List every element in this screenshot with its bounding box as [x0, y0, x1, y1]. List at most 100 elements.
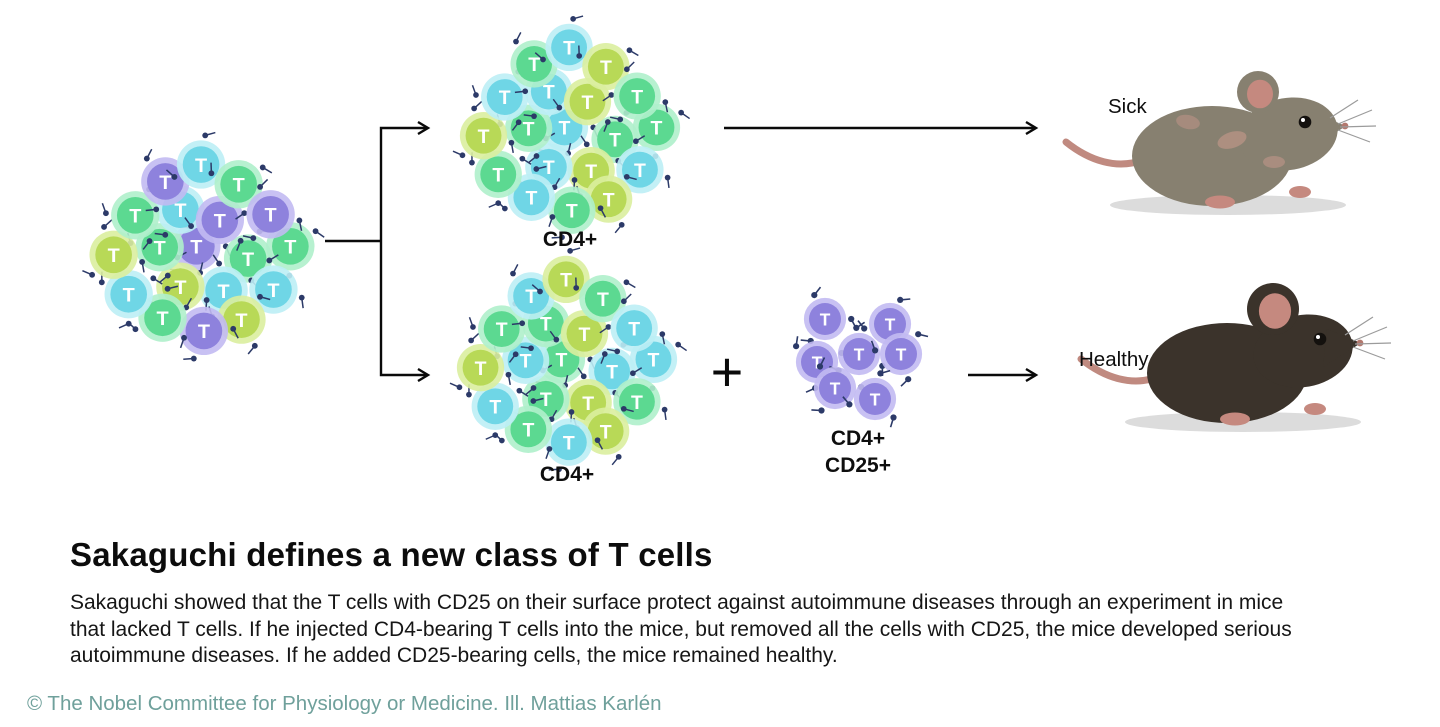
svg-text:T: T: [631, 86, 643, 108]
svg-text:T: T: [540, 314, 552, 336]
mouse-whiskers: [1329, 99, 1377, 143]
svg-text:T: T: [600, 421, 612, 443]
svg-text:T: T: [156, 308, 168, 330]
svg-text:T: T: [628, 318, 640, 340]
credit-line: © The Nobel Committee for Physiology or …: [27, 692, 662, 715]
mouse-eye: [1298, 115, 1312, 129]
arrow-branch-bottom: [379, 241, 431, 383]
svg-text:T: T: [651, 118, 663, 140]
svg-text:T: T: [830, 378, 841, 398]
svg-text:T: T: [174, 277, 186, 299]
svg-text:T: T: [563, 38, 575, 60]
plus-sign: +: [711, 340, 744, 403]
label-sick: Sick: [1108, 95, 1147, 118]
svg-text:T: T: [154, 238, 166, 260]
svg-text:T: T: [563, 432, 575, 454]
svg-text:T: T: [284, 237, 296, 259]
svg-text:T: T: [108, 245, 120, 267]
mouse-snout: [1308, 112, 1346, 150]
t-cell: T: [208, 293, 271, 355]
svg-text:T: T: [820, 309, 831, 329]
body-line-2: that lacked T cells. If he injected CD4-…: [70, 617, 1292, 641]
sick-patch: [1217, 131, 1247, 149]
svg-text:T: T: [812, 352, 823, 372]
t-cell: T: [449, 332, 512, 392]
mouse-front-paw: [1304, 403, 1326, 415]
svg-text:T: T: [560, 270, 572, 292]
t-cell: T: [609, 61, 669, 123]
svg-text:T: T: [648, 350, 660, 372]
svg-text:T: T: [265, 205, 277, 227]
svg-text:T: T: [556, 350, 568, 372]
t-cell: T: [605, 367, 668, 426]
t-cell: T: [208, 160, 273, 220]
t-cell: T: [469, 150, 532, 208]
svg-text:T: T: [603, 189, 615, 211]
t-cell: T: [82, 219, 146, 279]
svg-text:T: T: [174, 200, 186, 222]
svg-text:T: T: [543, 157, 555, 179]
t-cell: T: [242, 178, 303, 242]
svg-text:T: T: [123, 285, 135, 307]
t-cell: T: [549, 302, 609, 364]
body-paragraph: Sakaguchi showed that the T cells with C…: [70, 590, 1410, 670]
svg-text:T: T: [854, 344, 865, 364]
svg-text:T: T: [600, 57, 612, 79]
svg-text:T: T: [520, 350, 532, 372]
mouse-inner-ear: [1247, 79, 1273, 109]
t-cell: T: [452, 100, 515, 160]
svg-text:T: T: [634, 160, 646, 182]
svg-text:T: T: [478, 126, 490, 148]
svg-text:T: T: [214, 210, 226, 232]
t-cell: T: [98, 270, 163, 329]
mouse-rear-paw: [1220, 412, 1250, 426]
svg-text:T: T: [566, 200, 578, 222]
svg-text:T: T: [543, 82, 555, 104]
svg-text:T: T: [559, 118, 571, 140]
svg-text:T: T: [582, 92, 594, 114]
t-cell: T: [800, 286, 857, 345]
label-healthy: Healthy: [1079, 348, 1149, 371]
svg-text:T: T: [540, 389, 552, 411]
t-cell: T: [545, 409, 604, 473]
t-cell: T: [466, 382, 529, 440]
t-cell: T: [576, 43, 639, 102]
t-cell: T: [870, 331, 929, 387]
svg-text:T: T: [198, 321, 210, 343]
t-cell: T: [552, 70, 612, 132]
t-cell: T: [606, 293, 666, 355]
svg-text:T: T: [233, 175, 245, 197]
svg-text:T: T: [195, 155, 207, 177]
mouse-whiskers: [1344, 316, 1392, 360]
body-line-1: Sakaguchi showed that the T cells with C…: [70, 591, 1284, 614]
mouse-nose: [1356, 339, 1364, 347]
mouse-eye: [1313, 332, 1327, 346]
svg-text:T: T: [190, 237, 202, 259]
svg-text:T: T: [631, 392, 643, 414]
svg-text:T: T: [129, 206, 141, 228]
t-cell: T: [101, 186, 160, 250]
mouse-snout: [1323, 329, 1361, 367]
branch-connector: [325, 120, 431, 383]
svg-text:T: T: [492, 164, 504, 186]
t-cell: T: [842, 369, 897, 428]
svg-text:T: T: [597, 289, 609, 311]
svg-text:T: T: [525, 187, 537, 209]
svg-text:T: T: [235, 310, 247, 332]
t-cell: T: [493, 397, 553, 460]
label-treg-line1: CD4+: [830, 427, 886, 450]
svg-text:T: T: [267, 280, 279, 302]
svg-text:T: T: [499, 87, 511, 109]
svg-text:T: T: [523, 118, 535, 140]
svg-text:T: T: [159, 172, 171, 194]
label-cd4-bottom: CD4+: [539, 463, 595, 486]
body-line-3: autoimmune diseases. If he added CD25-be…: [70, 644, 838, 667]
mouse-inner-ear: [1258, 293, 1292, 329]
svg-text:T: T: [475, 358, 487, 380]
